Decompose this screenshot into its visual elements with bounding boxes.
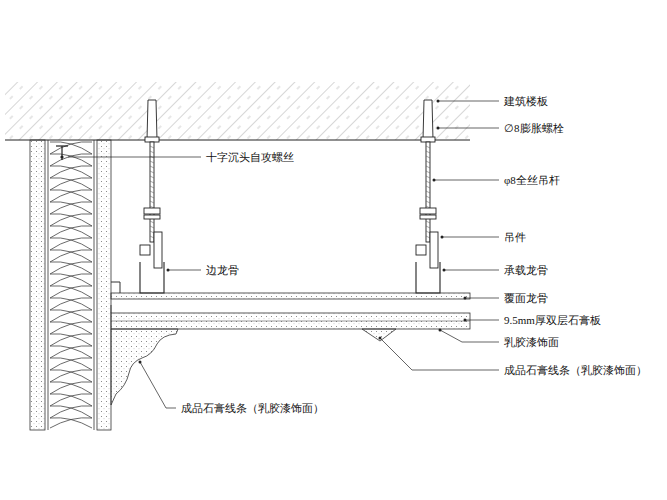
clip-bolt — [416, 245, 426, 255]
main-channel — [416, 262, 440, 293]
main-channel — [140, 262, 164, 293]
thread-mark — [150, 161, 154, 163]
edge-runner-label: 边龙骨 — [205, 264, 240, 277]
leader-lines — [68, 101, 499, 408]
thread-mark — [150, 181, 154, 183]
hanger-label: 吊件 — [503, 231, 527, 244]
molding-label: 成品石膏线条（乳胶漆饰面） — [503, 364, 648, 377]
thread-mark — [150, 171, 154, 173]
hanger-assemblies — [140, 100, 440, 293]
covering-channel-label: 覆面龙骨 — [503, 292, 549, 305]
thread-mark — [150, 166, 154, 168]
thread-mark — [426, 186, 430, 188]
finish-label: 乳胶漆饰面 — [503, 336, 560, 349]
bolt-nut — [421, 137, 435, 142]
thread-mark — [426, 161, 430, 163]
board-edge — [111, 305, 112, 313]
thread-mark — [426, 166, 430, 168]
bolt-nut — [145, 137, 159, 142]
thread-mark — [150, 191, 154, 193]
board-layer-line — [111, 321, 470, 322]
thread-mark — [426, 176, 430, 178]
thread-mark — [426, 181, 430, 183]
thread-mark — [426, 236, 430, 238]
partition-wall — [30, 140, 111, 430]
thread-mark — [150, 226, 154, 228]
thread-mark — [150, 201, 154, 203]
bolt-label: ∅8膨胀螺栓 — [503, 122, 565, 135]
thread-mark — [150, 196, 154, 198]
thread-mark — [150, 151, 154, 153]
self-tapping-screw — [56, 146, 68, 160]
rod-label: φ8全丝吊杆 — [503, 174, 561, 187]
small-molding — [362, 329, 396, 341]
thread-mark — [426, 231, 430, 233]
crown-molding — [111, 329, 178, 405]
threaded-rod — [426, 142, 430, 242]
slab-edge — [5, 140, 470, 141]
thread-mark — [150, 231, 154, 233]
thread-mark — [150, 236, 154, 238]
slab-label: 建筑楼板 — [503, 95, 549, 108]
thread-mark — [150, 176, 154, 178]
thread-mark — [426, 221, 430, 223]
washer — [144, 215, 160, 219]
rod-nut — [144, 208, 160, 214]
thread-mark — [426, 191, 430, 193]
thread-mark — [426, 151, 430, 153]
thread-mark — [150, 186, 154, 188]
gypsum-board — [111, 313, 470, 329]
main-channel-label: 承载龙骨 — [503, 264, 549, 277]
expansion-bolt — [147, 100, 157, 140]
covering-channel — [111, 293, 470, 299]
floor-slab — [5, 82, 470, 140]
thread-mark — [426, 226, 430, 228]
screw-label: 十字沉头自攻螺丝 — [205, 151, 295, 164]
thread-mark — [426, 146, 430, 148]
hanger-clip — [154, 232, 162, 268]
thread-mark — [426, 156, 430, 158]
edge-runner — [111, 282, 120, 293]
leader-dots — [139, 100, 467, 364]
molding-label: 成品石膏线条（乳胶漆饰面） — [180, 402, 325, 415]
board-label: 9.5mm厚双层石膏板 — [503, 314, 602, 327]
thread-mark — [426, 201, 430, 203]
thread-mark — [426, 196, 430, 198]
thread-mark — [150, 146, 154, 148]
expansion-bolt — [423, 100, 433, 140]
washer — [420, 215, 436, 219]
thread-mark — [426, 171, 430, 173]
rod-nut — [420, 208, 436, 214]
thread-mark — [150, 221, 154, 223]
clip-bolt — [140, 245, 150, 255]
hanger-clip — [430, 232, 438, 268]
